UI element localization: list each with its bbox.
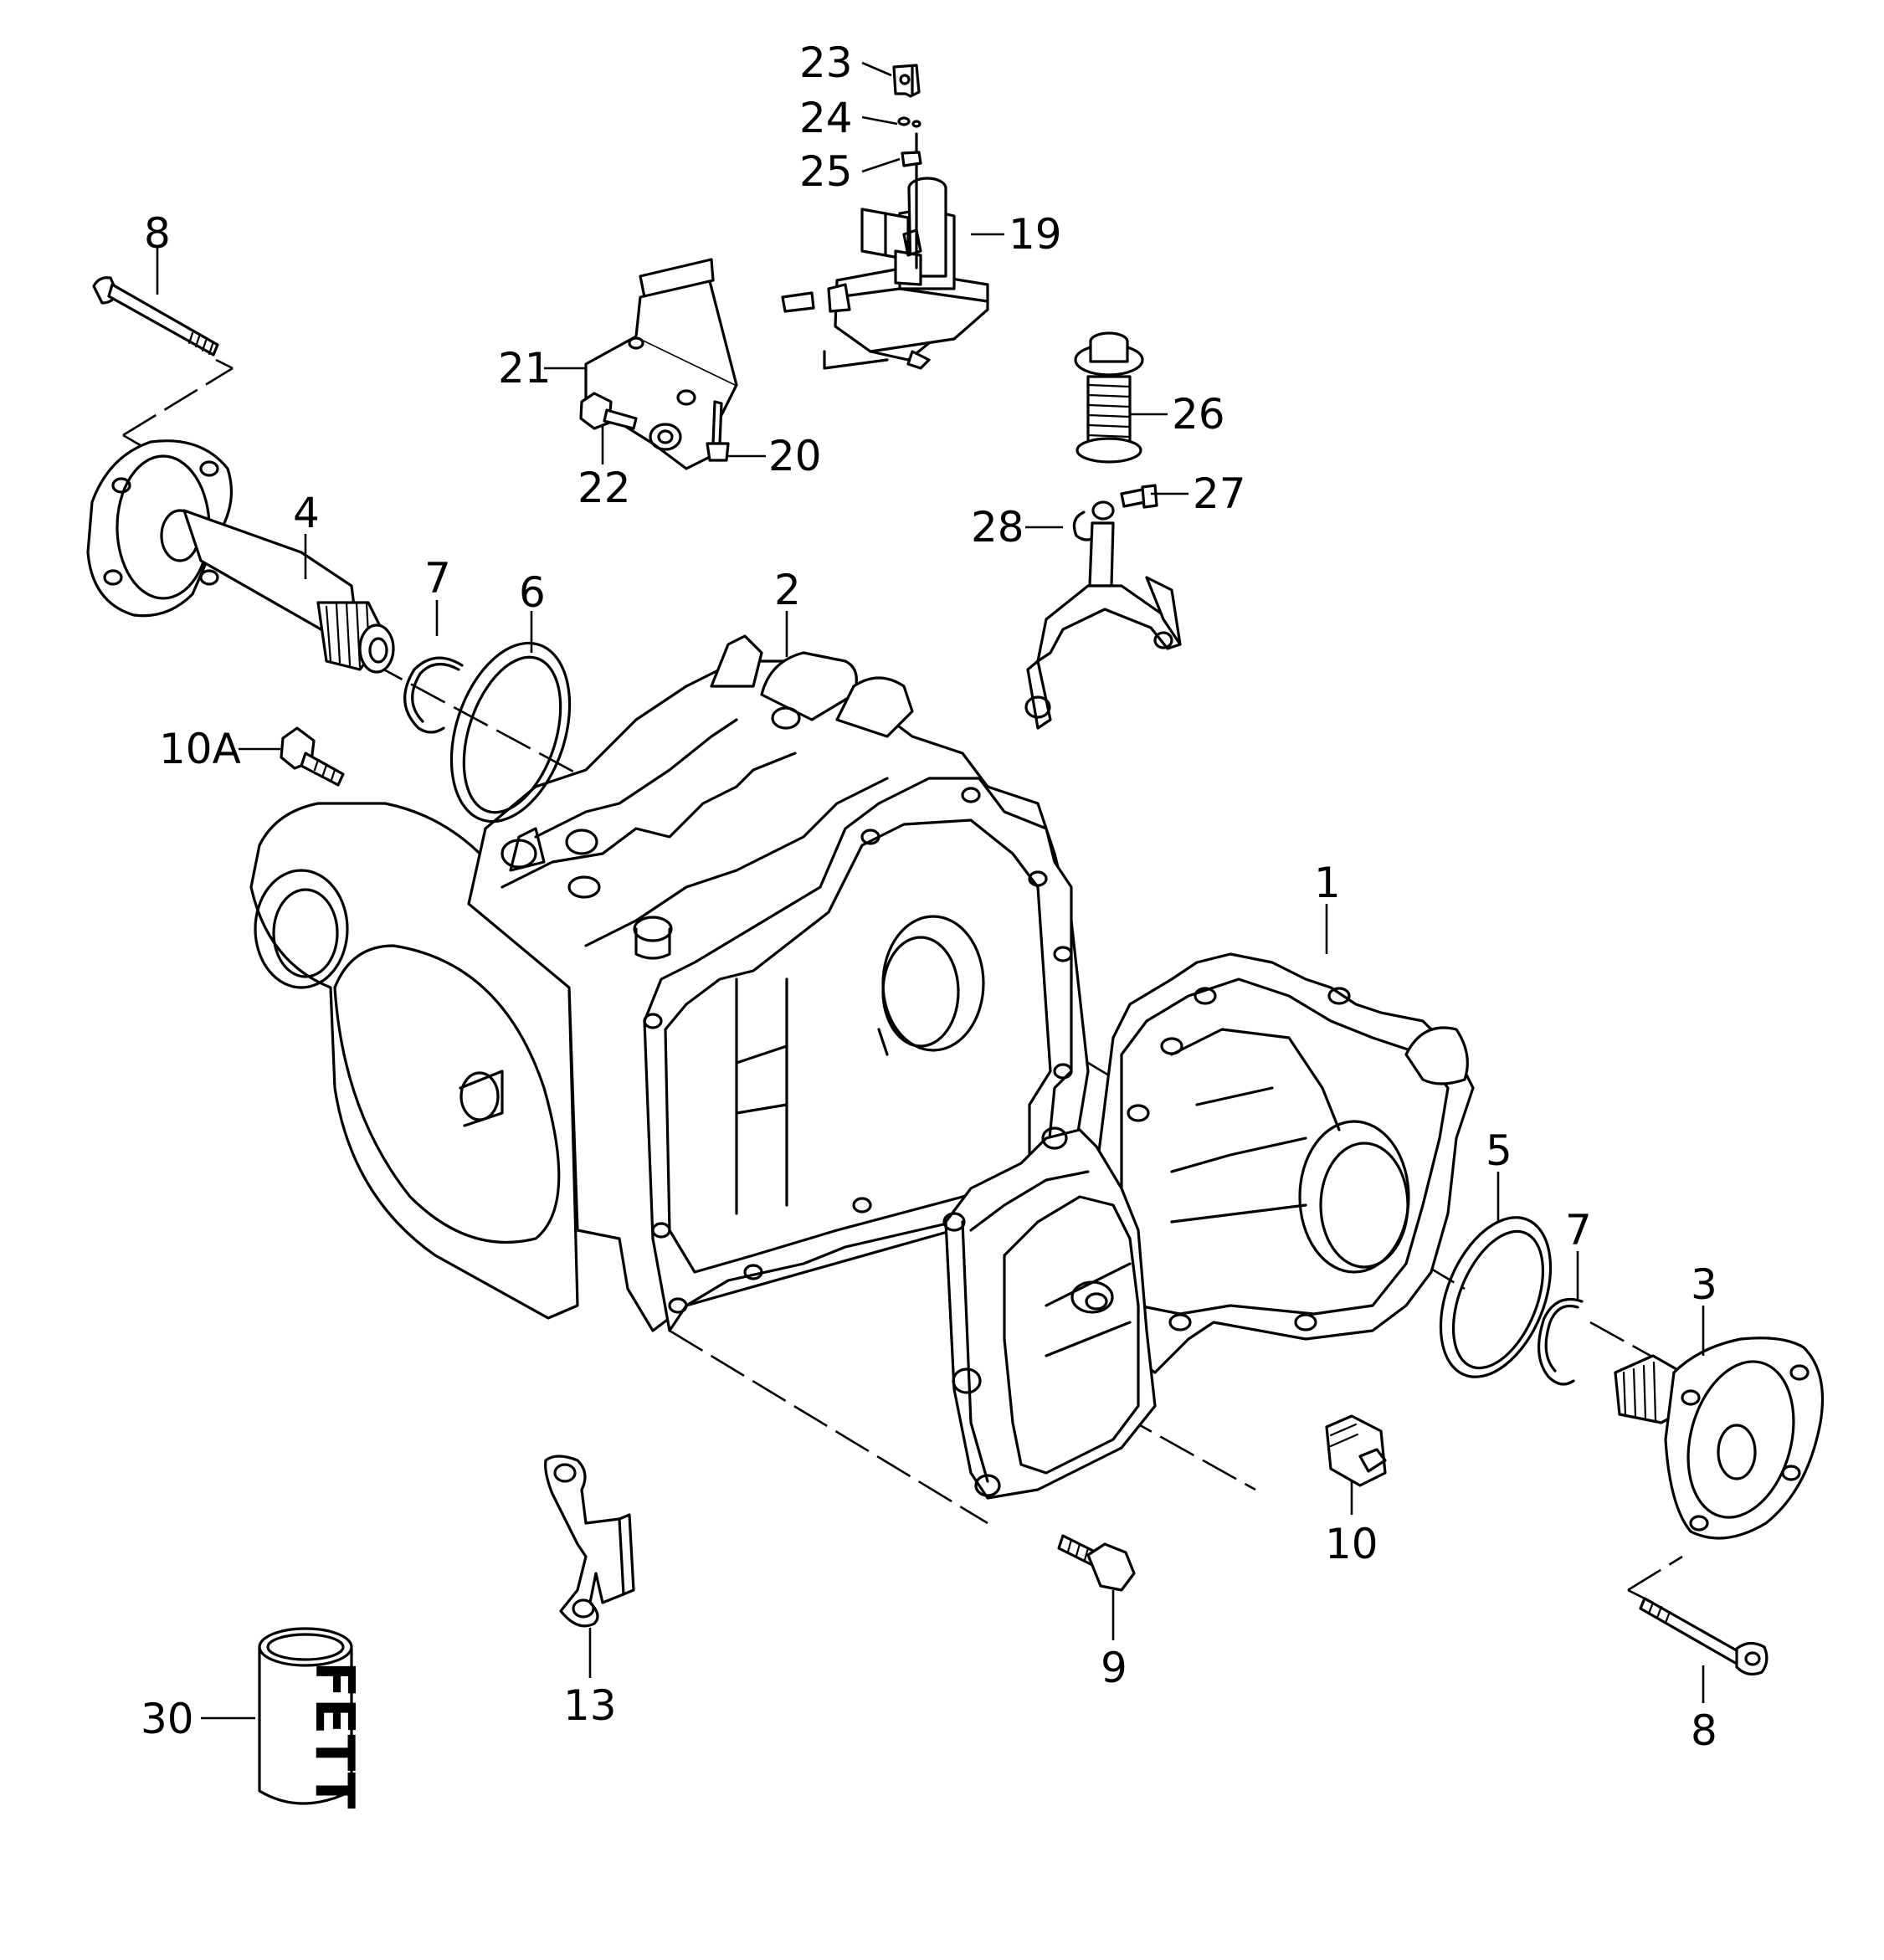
callout-7-right: 7: [1565, 1206, 1592, 1255]
grease-can-icon: FETT: [258, 1627, 365, 1809]
callout-24: 24: [799, 94, 853, 142]
seal-5-icon: [1439, 1216, 1553, 1378]
shift-fork-icon: [1024, 500, 1182, 730]
circlip-7b-icon: [1537, 1297, 1584, 1386]
callout-13: 13: [563, 1681, 617, 1730]
leader-lines: [156, 61, 1705, 1720]
control-unit-cover-icon: [942, 1126, 1157, 1500]
callout-27: 27: [1193, 469, 1246, 518]
callout-19: 19: [1009, 210, 1062, 259]
callout-3: 3: [1691, 1260, 1717, 1309]
callout-5: 5: [1486, 1126, 1512, 1175]
callout-20: 20: [768, 432, 822, 480]
callout-6: 6: [519, 568, 546, 617]
seal-6-icon: [449, 641, 572, 824]
flange-shaft-4-icon: [86, 439, 395, 674]
circlip-7a-icon: [403, 656, 464, 734]
bracket-13-icon: [544, 1455, 635, 1628]
callout-28: 28: [971, 503, 1024, 552]
cover-housing-icon: [1095, 952, 1475, 1374]
callout-labels: 23 24 25 19 8 21 22 20 26 27 28 4 7 6 2 …: [141, 38, 1717, 1755]
flange-shaft-3-icon: [1614, 1337, 1824, 1540]
callout-23: 23: [799, 38, 853, 87]
callout-30: 30: [141, 1695, 194, 1743]
nut-25-icon: [901, 151, 922, 167]
washer-24-icon: [897, 116, 921, 128]
spring-26-icon: [1074, 331, 1144, 464]
callout-22: 22: [578, 464, 631, 512]
bolt-8a-icon: [92, 276, 219, 357]
callout-10A: 10A: [159, 725, 241, 773]
plug-10-icon: [1325, 1414, 1387, 1487]
shift-actuator-19-icon: [781, 132, 989, 370]
callout-21: 21: [498, 344, 552, 393]
clip-23-icon: [892, 64, 921, 98]
bolt-22-icon: [579, 392, 638, 430]
callout-2: 2: [774, 566, 801, 614]
callout-9: 9: [1101, 1644, 1127, 1692]
grease-can-label: FETT: [303, 1661, 365, 1809]
bolt-10a-icon: [280, 726, 345, 787]
bolt-8b-icon: [1639, 1597, 1768, 1676]
callout-1: 1: [1314, 859, 1341, 907]
callout-26: 26: [1172, 390, 1225, 439]
screw-20-icon: [706, 400, 730, 462]
callout-10: 10: [1325, 1520, 1378, 1568]
callout-8-bottom: 8: [1691, 1706, 1717, 1755]
bolt-9-icon: [1057, 1534, 1136, 1592]
callout-7-left: 7: [424, 554, 451, 603]
gearbox-housing-icon: [249, 634, 1090, 1332]
callout-8-top: 8: [144, 209, 171, 258]
screw-27-icon: [1120, 484, 1158, 509]
callout-4: 4: [293, 489, 320, 537]
callout-25: 25: [799, 147, 853, 196]
